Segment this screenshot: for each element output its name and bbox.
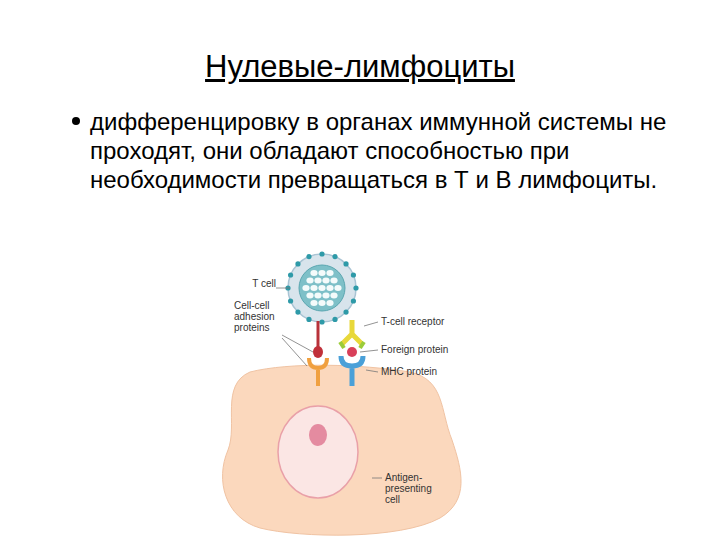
chromatin-blob: [326, 285, 333, 291]
chromatin-blob: [322, 278, 329, 284]
chromatin-blob: [322, 293, 329, 299]
receptor-dot: [343, 309, 348, 314]
chromatin-blob: [310, 285, 317, 291]
antigen-presenting-cell: [223, 365, 462, 535]
receptor-dot: [332, 317, 337, 322]
chromatin-blob: [326, 270, 333, 276]
chromatin-blob: [326, 300, 333, 306]
callout-label: MHC protein: [381, 366, 491, 377]
adhesion-protein: [317, 321, 320, 350]
receptor-dot: [288, 272, 293, 277]
callout-label: Cell-cell adhesion proteins: [234, 300, 286, 333]
chromatin-blob: [318, 300, 325, 306]
foreign-protein: [347, 347, 357, 357]
cell-label: Antigen-presenting cell: [385, 472, 445, 505]
adhesion-protein: [313, 346, 323, 358]
chromatin-blob: [330, 278, 337, 284]
receptor-dot: [353, 285, 358, 290]
receptor-dot: [332, 254, 337, 259]
chromatin-blob: [334, 285, 341, 291]
chromatin: [302, 270, 341, 306]
receptor-dot: [295, 309, 300, 314]
chromatin-blob: [306, 293, 313, 299]
t-cell-nucleus: [299, 265, 345, 311]
t-cell-receptor: [342, 320, 362, 344]
receptor-dot: [306, 317, 311, 322]
receptor-dot: [319, 251, 324, 256]
chromatin-blob: [330, 293, 337, 299]
receptor-dot: [288, 298, 293, 303]
cell-label: T cell: [244, 278, 276, 289]
receptor-dot: [306, 254, 311, 259]
chromatin-blob: [306, 278, 313, 284]
chromatin-blob: [314, 278, 321, 284]
receptor-dot: [319, 319, 324, 324]
bullet: [72, 117, 80, 125]
slide-title: Нулевые-лимфоциты: [60, 48, 660, 86]
receptor-dot: [295, 261, 300, 266]
receptor-dot: [343, 261, 348, 266]
chromatin-blob: [302, 285, 309, 291]
mhc-protein: [341, 356, 363, 386]
nucleus: [278, 406, 358, 498]
chromatin-blob: [314, 293, 321, 299]
t-cell: [288, 254, 356, 322]
chromatin-blob: [310, 300, 317, 306]
chromatin-blob: [318, 270, 325, 276]
receptor-dot: [351, 272, 356, 277]
chromatin-blob: [310, 270, 317, 276]
receptor-dots: [285, 251, 358, 324]
callout-label: Foreign protein: [381, 344, 491, 355]
adhesion-protein: [309, 358, 327, 386]
nucleolus: [309, 424, 327, 446]
callout-label: T-cell receptor: [381, 316, 491, 327]
leader-lines: [276, 288, 382, 478]
bullet-text: дифференцировку в органах иммунной систе…: [90, 107, 680, 194]
receptor-dot: [351, 298, 356, 303]
chromatin-blob: [318, 285, 325, 291]
